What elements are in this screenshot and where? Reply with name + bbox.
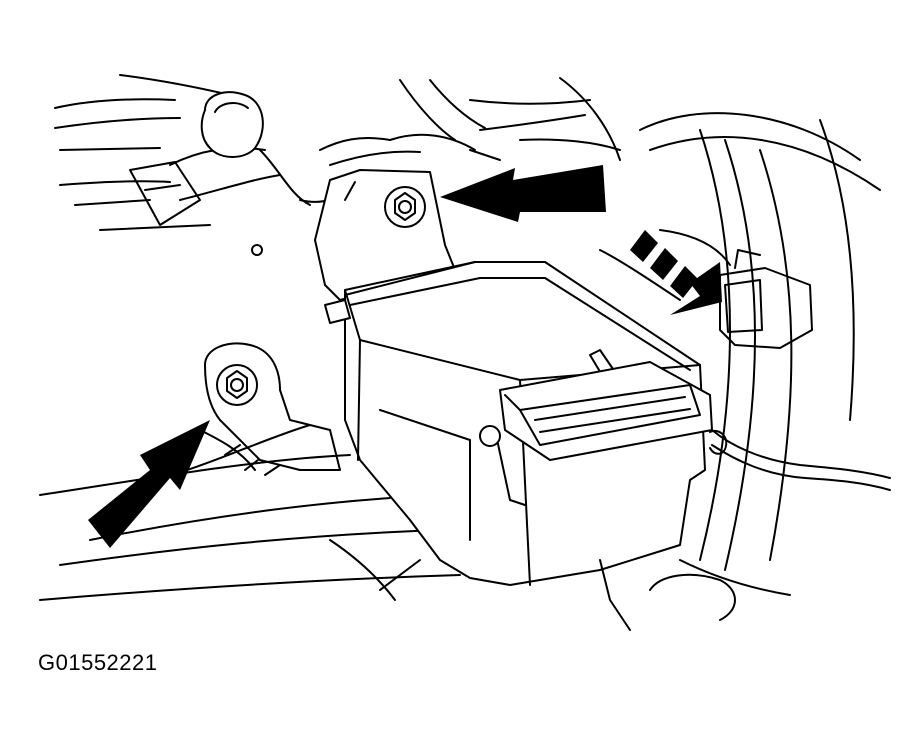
mounting-post [200,91,264,158]
solid-arrow-icon [440,165,606,222]
background-disc [599,112,881,631]
side-bracket [719,249,813,349]
lower-bracket [204,342,341,471]
wiring-harness [709,429,891,491]
bolt-icon [216,364,258,406]
dashed-arrow-icon [630,230,722,315]
bolt-icon [384,186,426,228]
solid-arrow-icon [88,420,210,548]
module-connector [499,361,713,461]
figure-id-label: G01552221 [38,650,158,675]
